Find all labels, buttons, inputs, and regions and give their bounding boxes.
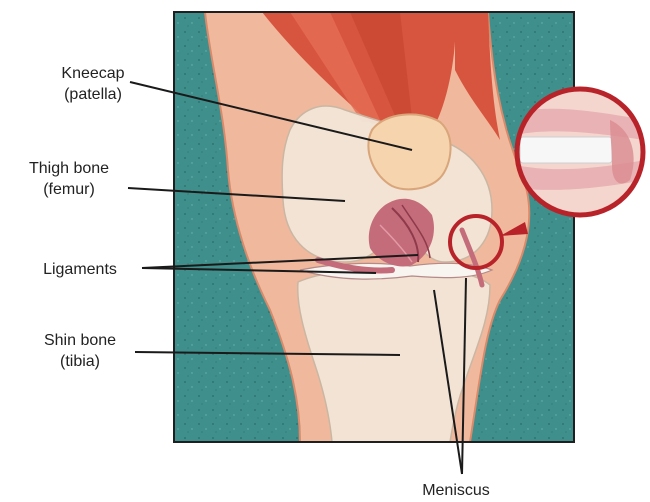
shin-bone-label-sub: (tibia) <box>20 351 140 372</box>
meniscus-label: Meniscus <box>396 480 516 501</box>
shin-bone-label-name: Shin bone <box>20 330 140 351</box>
thigh-bone-label-sub: (femur) <box>6 179 132 200</box>
kneecap-label-sub: (patella) <box>40 84 146 105</box>
ligaments-label: Ligaments <box>20 259 140 280</box>
kneecap-label: Kneecap (patella) <box>40 63 146 105</box>
meniscus-label-name: Meniscus <box>396 480 516 501</box>
shin-bone-label: Shin bone (tibia) <box>20 330 140 372</box>
kneecap-label-name: Kneecap <box>40 63 146 84</box>
ligaments-label-name: Ligaments <box>20 259 140 280</box>
thigh-bone-label-name: Thigh bone <box>6 158 132 179</box>
knee-illustration <box>174 12 574 442</box>
thigh-bone-label: Thigh bone (femur) <box>6 158 132 200</box>
kneecap-bone <box>368 114 450 189</box>
magnified-meniscus <box>520 137 612 163</box>
